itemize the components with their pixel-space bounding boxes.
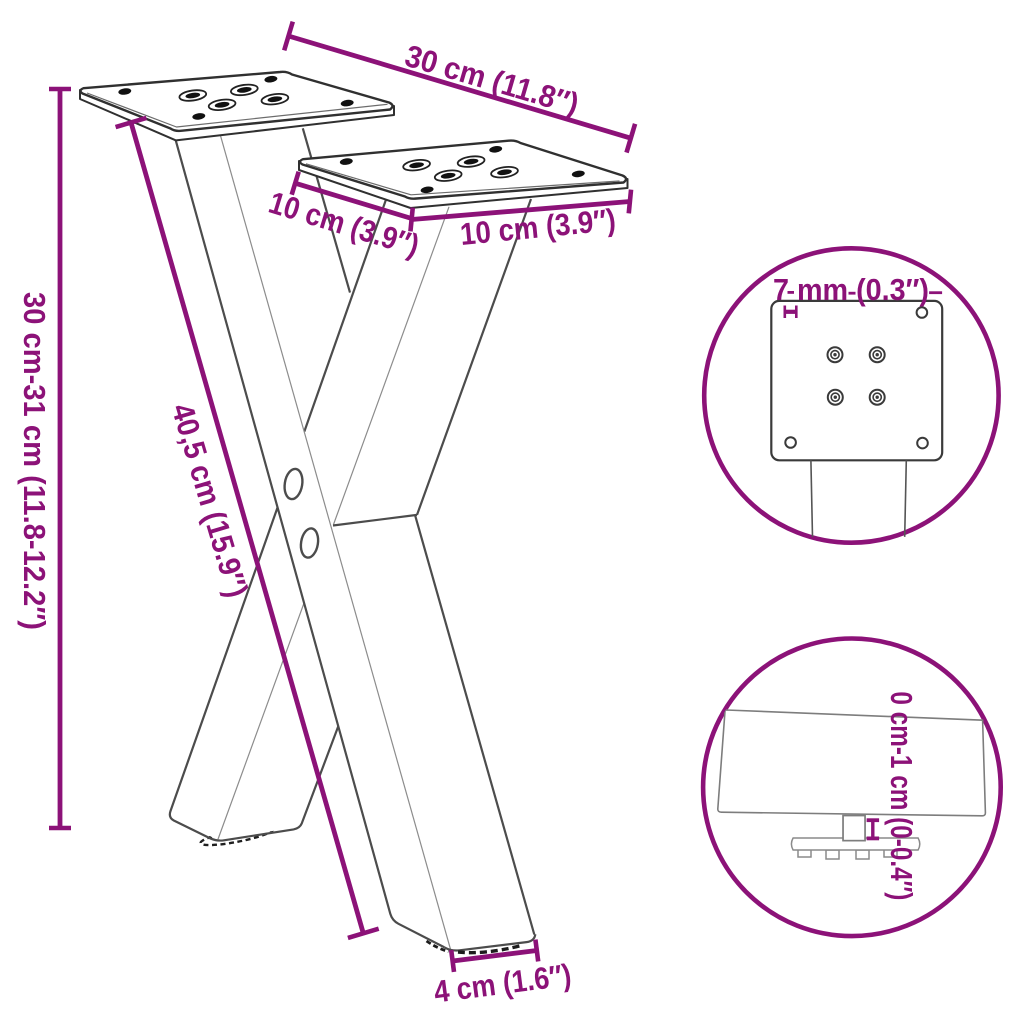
svg-text:7 mm (0.3″): 7 mm (0.3″) <box>773 272 929 307</box>
svg-text:30 cm-31 cm (11.8-12.2″): 30 cm-31 cm (11.8-12.2″) <box>17 292 52 630</box>
svg-text:0 cm-1 cm (0-0.4″): 0 cm-1 cm (0-0.4″) <box>884 691 919 900</box>
